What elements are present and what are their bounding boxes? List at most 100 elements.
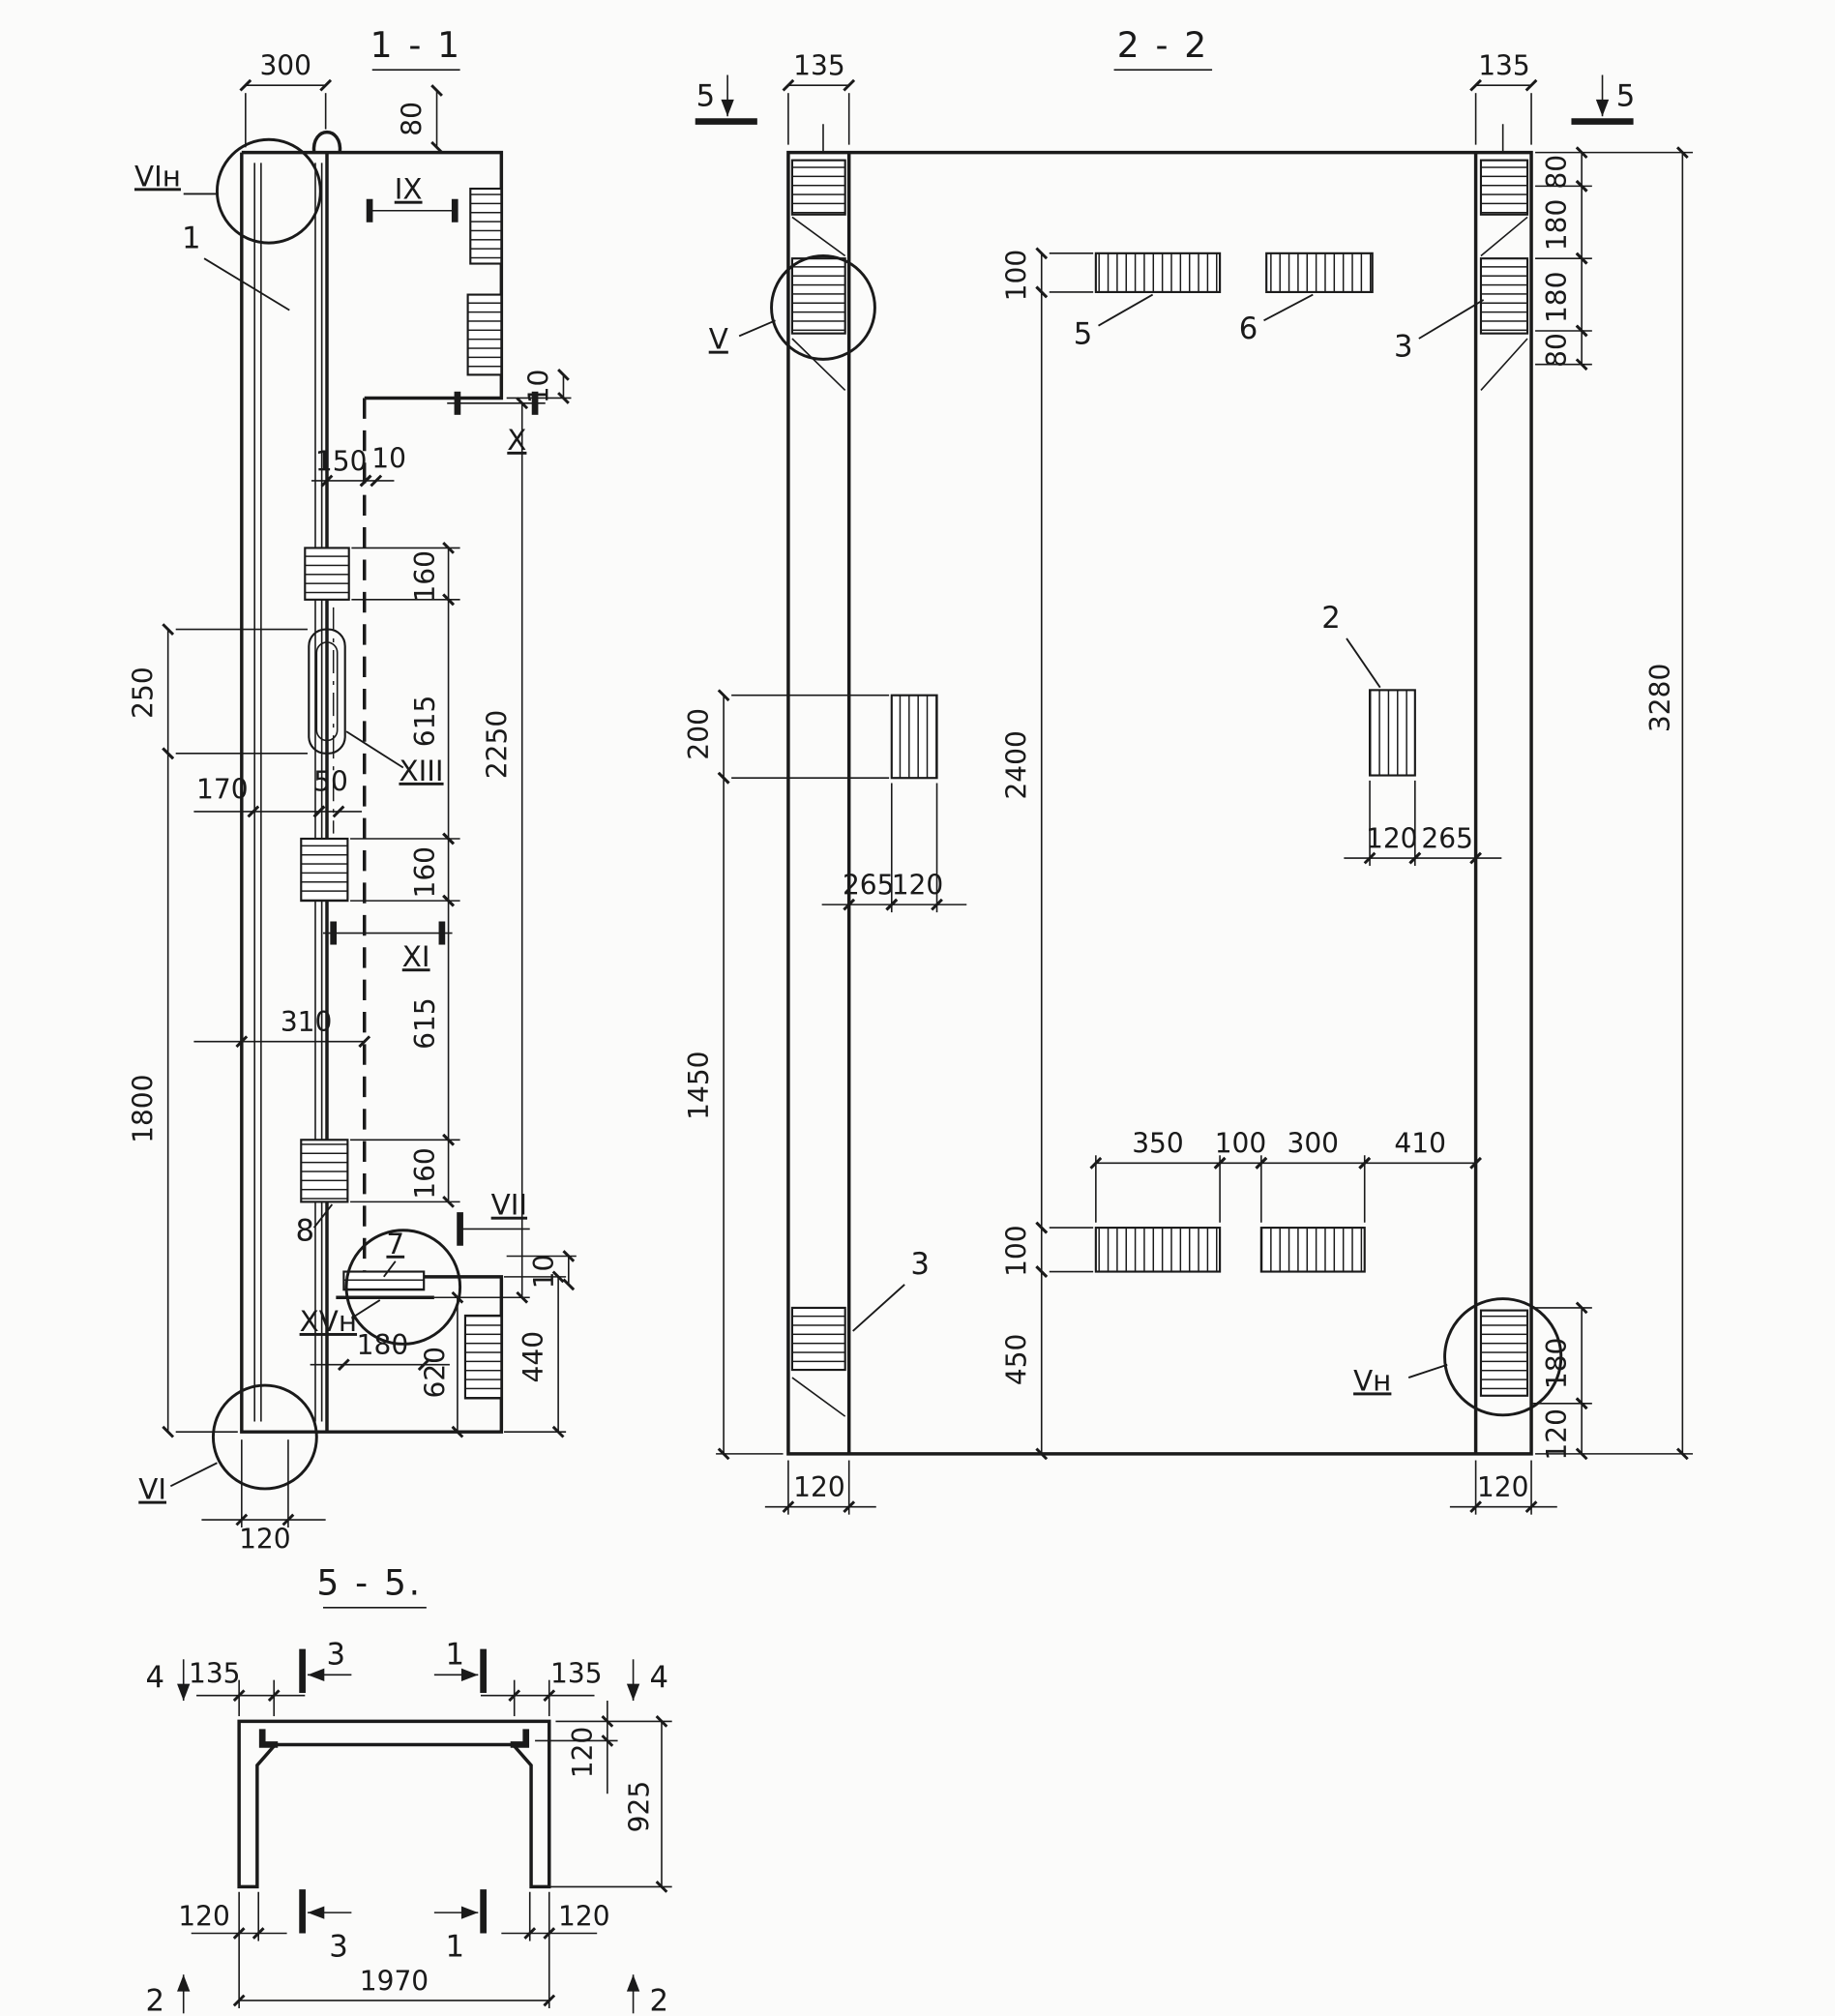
dim-label-100: 100 bbox=[1001, 1225, 1033, 1277]
labels-1-1: 300 80 VIн IX 1 10 X 150 10 160 250 615 … bbox=[128, 49, 560, 1555]
section-cuts-5-5 bbox=[177, 1648, 640, 2014]
dim-label-440: 440 bbox=[518, 1331, 549, 1383]
view-5-5: 5 - 5. bbox=[146, 1562, 672, 2016]
embedded-plate bbox=[1094, 1227, 1222, 1273]
dim-label-120: 120 bbox=[793, 1471, 845, 1503]
embedded-plate bbox=[469, 187, 503, 265]
view-1-1: 1 - 1 bbox=[128, 25, 577, 1555]
dim-label-925: 925 bbox=[624, 1781, 656, 1833]
section-label-vii: VII bbox=[491, 1189, 527, 1222]
section-label-vin: VIн bbox=[134, 160, 181, 193]
dim-label-1970: 1970 bbox=[360, 1965, 429, 1997]
slot-insert-outer bbox=[308, 628, 346, 755]
cut-label-2-right: 2 bbox=[650, 1984, 669, 2016]
dim-label-80: 80 bbox=[1541, 333, 1573, 368]
lifting-loop bbox=[311, 130, 342, 153]
section-label-xi: XI bbox=[402, 940, 430, 973]
channel-outline-5-5 bbox=[237, 1719, 551, 1889]
dim-label-180: 180 bbox=[1541, 199, 1573, 252]
section-label-xiii: XIII bbox=[399, 755, 443, 787]
cut-label-3-top: 3 bbox=[327, 1638, 346, 1673]
cut-label-3-bottom: 3 bbox=[329, 1930, 348, 1965]
embedded-plate bbox=[1479, 159, 1529, 216]
detail-circle-v bbox=[770, 254, 876, 361]
leader-lines-1-1 bbox=[169, 193, 404, 1488]
dim-label-620: 620 bbox=[420, 1347, 452, 1399]
section-label-x: X bbox=[507, 424, 526, 457]
dim-label-615: 615 bbox=[409, 997, 441, 1050]
part-label-3: 3 bbox=[910, 1247, 930, 1282]
dim-label-265: 265 bbox=[843, 869, 895, 901]
dim-label-180: 180 bbox=[357, 1329, 409, 1361]
embedded-plate bbox=[1259, 1227, 1366, 1273]
dim-label-135: 135 bbox=[189, 1657, 241, 1689]
embedded-plate-6 bbox=[1265, 252, 1374, 293]
part-label-7: 7 bbox=[386, 1228, 404, 1260]
dim-label-160: 160 bbox=[409, 1147, 441, 1200]
section-label-vi: VI bbox=[138, 1473, 166, 1506]
view-2-2: 2 - 2 bbox=[683, 25, 1694, 1515]
embedded-plate bbox=[890, 694, 938, 780]
embedded-plate bbox=[790, 257, 846, 335]
view-5-5-title: 5 - 5. bbox=[316, 1562, 422, 1603]
dim-label-80: 80 bbox=[397, 102, 429, 136]
cut-label-5-left: 5 bbox=[696, 79, 716, 114]
dim-label-2250: 2250 bbox=[482, 710, 514, 779]
dim-label-160: 160 bbox=[409, 846, 441, 899]
dim-label-310: 310 bbox=[281, 1006, 333, 1038]
part-label-5: 5 bbox=[1074, 316, 1093, 351]
embedded-plate bbox=[790, 1306, 846, 1372]
section-label-vn: Vн bbox=[1353, 1364, 1391, 1397]
dim-label-300: 300 bbox=[1287, 1128, 1340, 1160]
dim-label-120: 120 bbox=[1541, 1408, 1573, 1461]
cut-label-1-bottom: 1 bbox=[445, 1930, 464, 1965]
embedded-plate bbox=[300, 837, 349, 903]
part-label-1: 1 bbox=[182, 221, 201, 255]
part-label-6: 6 bbox=[1239, 311, 1258, 346]
dimension-lines-2-2 bbox=[716, 78, 1694, 1515]
embedded-plate bbox=[463, 1314, 503, 1400]
labels-5-5: 4 135 3 1 135 4 120 925 120 3 1 120 2 19… bbox=[146, 1638, 669, 2016]
cut-label-2-left: 2 bbox=[146, 1984, 165, 2016]
section-label-v: V bbox=[709, 323, 728, 356]
dim-label-160: 160 bbox=[409, 550, 441, 603]
detail-circles-2-2 bbox=[770, 254, 1563, 1417]
dim-label-10: 10 bbox=[522, 370, 554, 404]
dim-label-350: 350 bbox=[1132, 1128, 1184, 1160]
cut-label-1-top: 1 bbox=[445, 1638, 464, 1673]
cut-label-4-left: 4 bbox=[146, 1661, 165, 1696]
part-label-2: 2 bbox=[1321, 601, 1341, 636]
embedded-plates-1-1 bbox=[300, 187, 503, 1400]
slot-insert-inner bbox=[315, 641, 339, 742]
detail-circle-vi bbox=[211, 1383, 318, 1491]
dim-label-10: 10 bbox=[371, 443, 406, 475]
embedded-plate bbox=[790, 159, 846, 216]
embedded-plate bbox=[1479, 257, 1529, 335]
dim-label-120: 120 bbox=[1366, 822, 1418, 854]
embedded-plate bbox=[1479, 1309, 1529, 1397]
part-label-3: 3 bbox=[1394, 330, 1413, 365]
section-cut-5 bbox=[695, 74, 1634, 125]
dim-label-120: 120 bbox=[567, 1727, 599, 1779]
dim-label-100: 100 bbox=[1001, 250, 1033, 302]
dim-label-180: 180 bbox=[1541, 1338, 1573, 1390]
dimension-lines-5-5 bbox=[191, 1679, 672, 2008]
dim-label-10: 10 bbox=[528, 1255, 560, 1290]
dim-label-150: 150 bbox=[315, 445, 368, 477]
dim-label-1800: 1800 bbox=[128, 1075, 160, 1143]
detail-circles-1-1 bbox=[211, 137, 462, 1491]
dim-label-2400: 2400 bbox=[1001, 730, 1033, 799]
dim-label-50: 50 bbox=[313, 766, 348, 798]
dim-label-120: 120 bbox=[1477, 1471, 1529, 1503]
cut-label-5-right: 5 bbox=[1616, 79, 1636, 114]
dim-label-135: 135 bbox=[1478, 49, 1530, 81]
detail-circle-7 bbox=[344, 1229, 462, 1346]
section-label-xvn: XVн bbox=[300, 1305, 357, 1338]
view-1-1-title: 1 - 1 bbox=[370, 25, 462, 66]
cut-label-4-right: 4 bbox=[650, 1661, 669, 1696]
dim-label-80: 80 bbox=[1541, 155, 1573, 190]
dim-label-3280: 3280 bbox=[1644, 664, 1676, 732]
embedded-plate bbox=[300, 1139, 349, 1203]
